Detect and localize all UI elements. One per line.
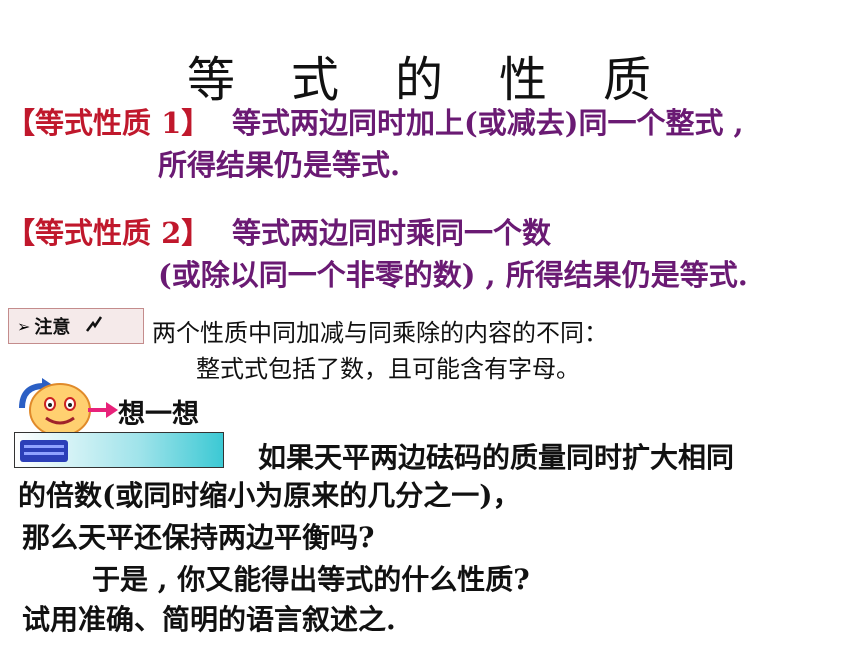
think-line1: 如果天平两边砝码的质量同时扩大相同 bbox=[258, 441, 735, 474]
arrow-right-icon: ➢ bbox=[17, 316, 31, 336]
property1-line1: 等式两边同时加上(或减去)同一个整式 , bbox=[232, 106, 744, 140]
smiley-face-icon bbox=[12, 378, 122, 482]
think-line3: 那么天平还保持两边平衡吗? bbox=[22, 521, 375, 554]
note-line2: 整式式包括了数，且可能含有字母。 bbox=[196, 355, 580, 383]
think-line5: 试用准确、简明的语言叙述之. bbox=[22, 603, 396, 636]
think-label: 想一想 bbox=[118, 399, 199, 430]
property1-label: 【等式性质 1】 bbox=[6, 106, 211, 140]
note-label: 注意 bbox=[34, 317, 71, 338]
note-line1: 两个性质中同加减与同乘除的内容的不同： bbox=[152, 319, 608, 347]
property2-line2: (或除以同一个非零的数) , 所得结果仍是等式. bbox=[158, 258, 748, 292]
note-box: ➢ 注意 bbox=[8, 308, 144, 344]
think-line4: 于是 , 你又能得出等式的什么性质? bbox=[92, 563, 530, 596]
think-line2: 的倍数(或同时缩小为原来的几分之一)， bbox=[18, 479, 521, 512]
property1-line2: 所得结果仍是等式. bbox=[158, 148, 401, 182]
think-banner bbox=[14, 432, 224, 468]
pencil-icon bbox=[84, 314, 104, 338]
book-icon bbox=[20, 440, 68, 466]
property2-label: 【等式性质 2】 bbox=[6, 216, 211, 250]
property2-line1: 等式两边同时乘同一个数 bbox=[232, 216, 552, 250]
page-title: 等 式 的 性 质 bbox=[186, 54, 673, 107]
